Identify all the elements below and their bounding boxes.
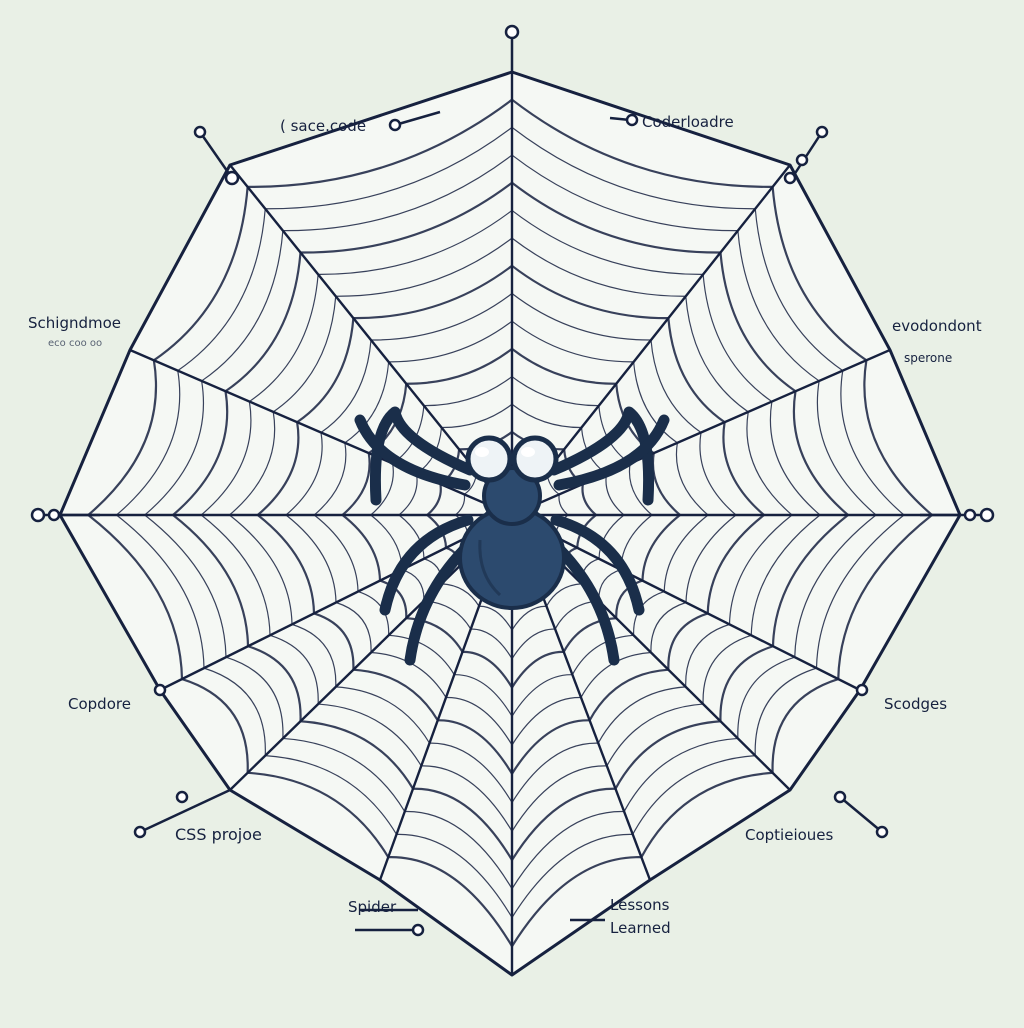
label-top-left: ( sace.code bbox=[280, 117, 366, 135]
web-spoke bbox=[159, 513, 513, 692]
label-footer-right-2: Learned bbox=[610, 919, 671, 937]
label-lower-left: Copdore bbox=[68, 695, 131, 713]
labels: ( sace.code Coderloadre Schigndmoe eco c… bbox=[28, 113, 982, 937]
anchor-dot-icon bbox=[625, 113, 639, 127]
anchor-dot-icon bbox=[963, 508, 977, 522]
spider-icon bbox=[354, 406, 670, 666]
label-mid-right: evodondont bbox=[892, 317, 982, 335]
anchor-dot-icon bbox=[193, 125, 207, 139]
anchor-dot-icon bbox=[875, 825, 889, 839]
anchor-dot-icon bbox=[133, 825, 147, 839]
web-spoke bbox=[511, 513, 861, 692]
label-mid-left: Schigndmoe bbox=[28, 314, 121, 332]
label-footer-left: Spider bbox=[348, 898, 397, 916]
label-mid-left-sub: eco coo oo bbox=[48, 338, 102, 349]
web-spoke bbox=[129, 348, 513, 517]
anchor-dot-icon bbox=[795, 153, 809, 167]
eye-icon bbox=[465, 435, 513, 483]
anchor-dot-icon bbox=[30, 507, 46, 523]
anchor-tethers bbox=[30, 24, 995, 937]
label-bottom-left: CSS projoe bbox=[175, 825, 262, 844]
anchor-dot-icon bbox=[504, 24, 520, 40]
anchor-dot-icon bbox=[411, 923, 425, 937]
anchor-dot-icon bbox=[224, 170, 240, 186]
label-footer-right-1: Lessons bbox=[610, 896, 670, 914]
eye-icon bbox=[511, 435, 559, 483]
anchor-dot-icon bbox=[47, 508, 61, 522]
anchor-dot-icon bbox=[175, 790, 189, 804]
label-mid-right-sub: sperone bbox=[904, 351, 952, 365]
anchor-dot-icon bbox=[855, 683, 869, 697]
anchor-dot-icon bbox=[979, 507, 995, 523]
label-top-right: Coderloadre bbox=[642, 113, 734, 131]
web-spoke bbox=[229, 164, 513, 516]
anchor-dot-icon bbox=[153, 683, 167, 697]
anchor-dot-icon bbox=[833, 790, 847, 804]
anchor-dot-icon bbox=[815, 125, 829, 139]
label-lower-right: Scodges bbox=[884, 695, 947, 713]
label-bottom-right: Coptieioues bbox=[745, 826, 834, 844]
anchor-dot-icon bbox=[783, 171, 797, 185]
anchor-dot-icon bbox=[388, 118, 402, 132]
web-spoke bbox=[511, 348, 891, 517]
